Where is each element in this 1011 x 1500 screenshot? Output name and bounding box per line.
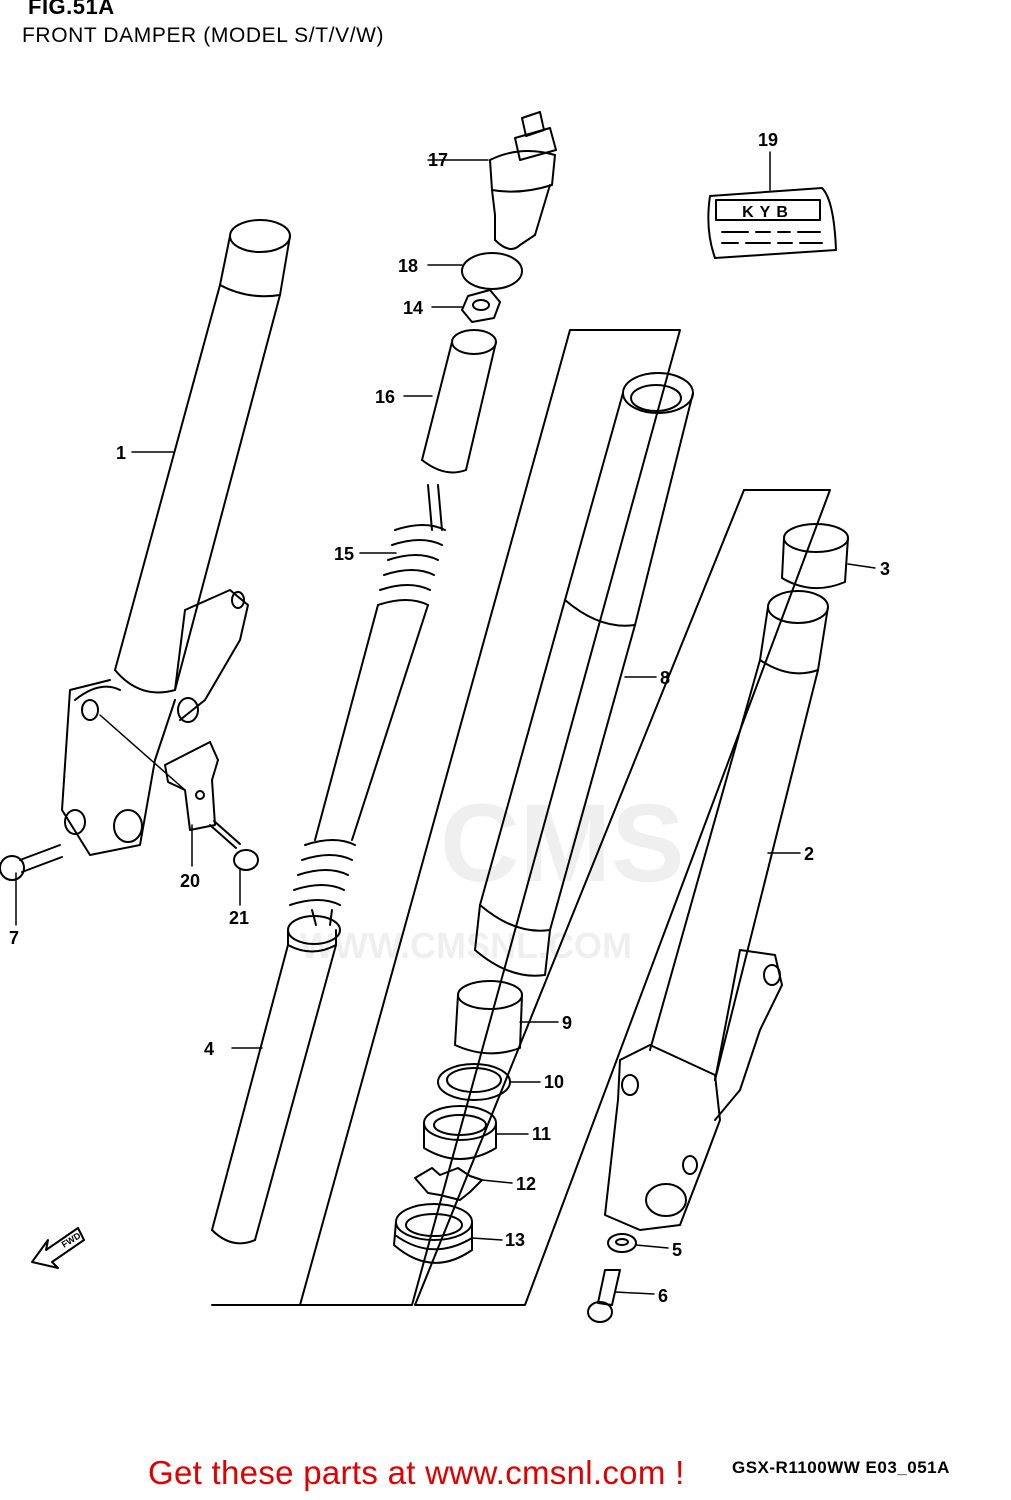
- callout-8: 8: [660, 668, 670, 688]
- part-21-bolt: [209, 820, 259, 871]
- callout-6: 6: [658, 1286, 668, 1306]
- figure-title: FIG.51A: [28, 0, 115, 19]
- fwd-label: FWD: [60, 1230, 83, 1250]
- part-2-outer-tube-right: [604, 590, 829, 1231]
- part-20-bracket: [164, 741, 219, 831]
- part-16-spacer: [421, 329, 497, 474]
- callout-11: 11: [532, 1124, 551, 1144]
- part-6-bolt: [587, 1269, 621, 1323]
- shop-link-banner[interactable]: Get these parts at www.cmsnl.com !: [148, 1454, 685, 1491]
- callout-3: 3: [880, 559, 890, 579]
- part-number-labels: 1 2 3 4 5 6 7 8 9 10 11 12 13 14 15 16 1…: [9, 130, 890, 1306]
- part-3-bush: [781, 523, 849, 590]
- callout-2: 2: [804, 844, 814, 864]
- parts-group-frame: [211, 329, 831, 1306]
- callout-10: 10: [544, 1072, 564, 1092]
- leader-lines: [15, 151, 876, 1295]
- part-8-outer-tube: [474, 372, 694, 977]
- callout-19: 19: [758, 130, 778, 150]
- callout-5: 5: [672, 1240, 682, 1260]
- callout-1: 1: [116, 443, 126, 463]
- part-15-damper-rod-spring: [289, 484, 446, 926]
- part-13-dust-seal: [393, 1203, 473, 1264]
- callout-13: 13: [505, 1230, 525, 1250]
- callout-4: 4: [204, 1039, 214, 1059]
- callout-9: 9: [562, 1013, 572, 1033]
- callout-16: 16: [375, 387, 395, 407]
- callout-15: 15: [334, 544, 354, 564]
- callout-20: 20: [180, 871, 200, 891]
- model-code: GSX-R1100WW E03_051A: [732, 1458, 950, 1477]
- part-11-oil-seal: [423, 1105, 497, 1160]
- decal-brand-text: KYB: [742, 204, 794, 221]
- part-9-bush: [454, 980, 523, 1055]
- callout-21: 21: [229, 908, 249, 928]
- figure-subtitle: FRONT DAMPER (MODEL S/T/V/W): [22, 24, 385, 47]
- part-5-washer: [607, 1233, 637, 1253]
- part-4-inner-tube: [211, 915, 341, 1245]
- fwd-arrow-icon: FWD: [31, 1227, 85, 1269]
- part-19-decal: KYB: [707, 187, 837, 259]
- callout-7: 7: [9, 928, 19, 948]
- callout-17: 17: [428, 150, 448, 170]
- part-17-cap-bolt: [489, 111, 557, 250]
- part-1-outer-tube-left: [61, 219, 291, 856]
- callout-14: 14: [403, 298, 423, 318]
- callout-18: 18: [398, 256, 418, 276]
- part-18-o-ring: [461, 252, 523, 290]
- part-14-nut: [461, 289, 501, 323]
- watermark-url: WWW.CMSNL.COM: [300, 925, 632, 966]
- part-7-bolt: [0, 844, 63, 881]
- callout-12: 12: [516, 1174, 536, 1194]
